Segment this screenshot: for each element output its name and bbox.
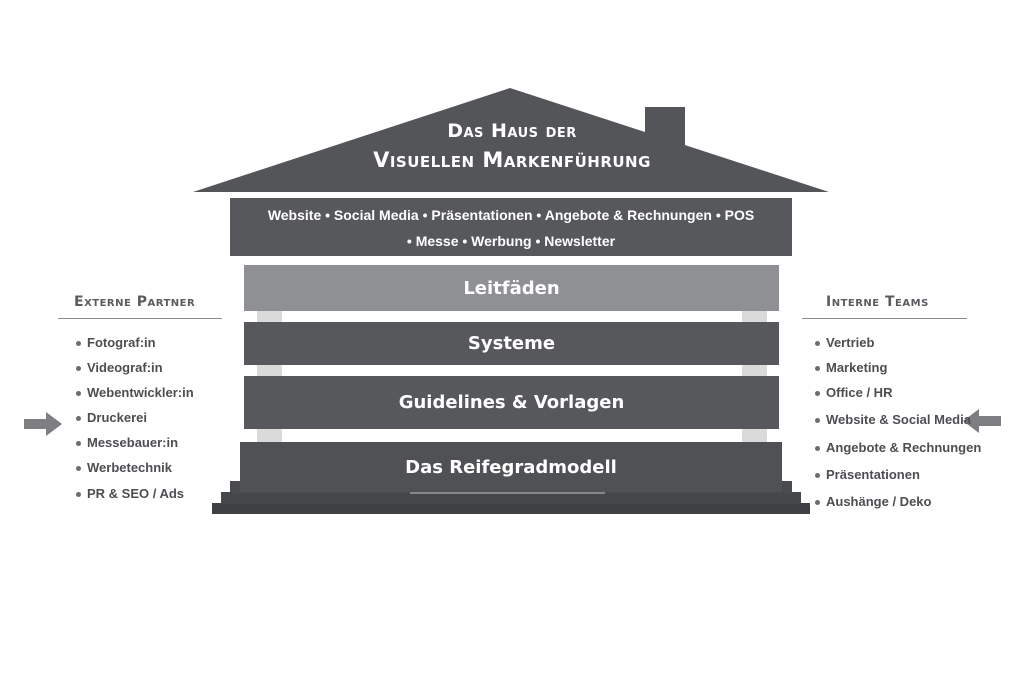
list-item: Druckerei: [76, 410, 147, 425]
layer-guidelines: Guidelines & Vorlagen: [244, 376, 779, 429]
list-item: Webentwickler:in: [76, 385, 194, 400]
list-item: Videograf:in: [76, 360, 163, 375]
list-item: Messebauer:in: [75, 435, 179, 450]
list-item: Office / HR: [814, 385, 893, 400]
list-item: Aushänge / Deko: [814, 494, 932, 509]
title-line-1: Das Haus der: [447, 120, 577, 142]
list-item: Fotograf:in: [76, 335, 156, 350]
channels-band: [230, 198, 792, 256]
list-item: Marketing: [814, 360, 888, 375]
step-3: [212, 503, 810, 514]
externe-heading: Externe Partner: [74, 294, 196, 310]
roof: [193, 88, 829, 192]
layer-leitfaeden: Leitfäden: [244, 265, 779, 311]
layer-reifegradmodell: Das Reifegradmodell: [240, 442, 782, 492]
layer-systeme: Systeme: [244, 322, 779, 365]
interne-heading: Interne Teams: [826, 294, 929, 310]
step-2: [221, 492, 801, 504]
list-item: Präsentationen: [815, 467, 920, 482]
list-item: PR & SEO / Ads: [75, 486, 185, 501]
externe-divider: [58, 318, 222, 319]
channels-line-2: • Messe • Werbung • Newsletter: [406, 233, 616, 249]
arrow-right-icon: [963, 409, 1001, 433]
channels-line-1: Website • Social Media • Präsentationen …: [267, 207, 755, 223]
list-item: Angebote & Rechnungen: [814, 440, 982, 455]
list-item: Vertrieb: [814, 335, 875, 350]
interne-divider: [802, 318, 967, 319]
list-item: Werbetechnik: [75, 460, 173, 475]
list-item: Website & Social Media: [815, 412, 971, 427]
arrow-left-icon: [24, 412, 62, 436]
title-line-2: Visuellen Markenführung: [373, 148, 651, 172]
